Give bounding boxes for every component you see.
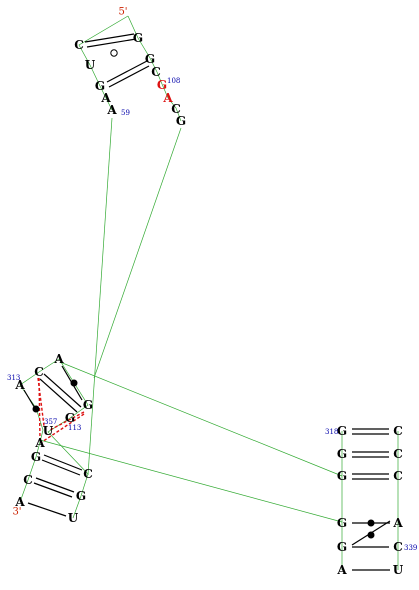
position-313: 313 xyxy=(7,374,20,382)
long-range-connections xyxy=(39,117,343,523)
nucleotide-l-g1: G xyxy=(83,398,93,412)
position-113: 113 xyxy=(68,424,81,432)
nucleotide-r-g3: G xyxy=(337,469,347,483)
connection-a59-to-left-stem xyxy=(87,117,113,476)
backbone-left-stem xyxy=(19,358,60,503)
connection-left-a2-to-right-g xyxy=(39,439,343,523)
nucleotide-l-c3: C xyxy=(23,473,33,487)
connection-left-a-to-right-stem xyxy=(59,361,343,477)
nucleotide-t-g3: G xyxy=(145,52,155,66)
filled-dot-pair-symbol xyxy=(70,379,78,387)
nucleotide-labels: G C U G A A G C G A C G A C A G G U A G … xyxy=(14,31,403,577)
pair-g-g-top-2b xyxy=(108,65,150,88)
strand-end-labels: 5' 3' xyxy=(12,7,127,518)
nucleotide-r-a2: A xyxy=(336,563,347,577)
position-108: 108 xyxy=(167,77,180,85)
nucleotide-l-u1: U xyxy=(43,424,54,438)
nucleotide-t-g5: G xyxy=(176,114,186,128)
nucleotide-t-c1: C xyxy=(74,38,84,52)
nucleotide-r-g1: G xyxy=(337,424,347,438)
nucleotide-r-u1: U xyxy=(393,563,404,577)
nucleotide-r-a1: A xyxy=(392,516,403,530)
nucleotide-l-u2: U xyxy=(68,511,79,525)
nucleotide-r-g5: G xyxy=(337,540,347,554)
pair-g-g-top-2a xyxy=(106,60,148,83)
nucleotide-t-c3: C xyxy=(171,102,181,116)
nucleotide-l-a1: A xyxy=(53,352,64,366)
position-59: 59 xyxy=(121,109,130,117)
nucleotide-l-a4: A xyxy=(14,495,25,509)
nucleotide-r-g4: G xyxy=(337,516,347,530)
pair-c-g-top-1a xyxy=(84,33,135,43)
connection-g-to-left-stem xyxy=(93,127,182,379)
nucleotide-r-g2: G xyxy=(337,447,347,461)
nucleotide-t-c2: C xyxy=(151,65,161,79)
nucleotide-l-g4: G xyxy=(76,489,86,503)
filled-dot-pair-symbol-right-1 xyxy=(367,519,375,527)
nucleotide-t-a3: A xyxy=(162,91,173,105)
dashed-g-to-a xyxy=(41,413,85,443)
nucleotide-t-a1: A xyxy=(100,91,111,105)
filled-dot-pair-symbol-left xyxy=(32,405,40,413)
pair-c-g-left-3b xyxy=(33,482,73,498)
nucleotide-r-c1: C xyxy=(393,424,403,438)
pair-c-g-left-1b xyxy=(39,378,78,413)
pair-c-g-left-1a xyxy=(43,373,82,408)
nucleotide-t-g2: G xyxy=(95,79,105,93)
backbone-left-stem-right xyxy=(47,358,89,519)
position-357: 357 xyxy=(44,418,57,426)
nucleotide-r-c3: C xyxy=(393,469,403,483)
position-318: 318 xyxy=(325,428,338,436)
nucleotide-t-g4: G xyxy=(157,78,167,92)
position-339: 339 xyxy=(404,544,417,552)
five-prime-label: 5' xyxy=(118,7,127,18)
nucleotide-l-g2: G xyxy=(65,411,75,425)
nucleotide-l-g3: G xyxy=(31,450,41,464)
nucleotide-l-c2: C xyxy=(83,467,93,481)
pair-a-u-left-4 xyxy=(27,502,67,517)
pair-c-g-top-1b xyxy=(86,38,137,48)
pair-c-g-left-3a xyxy=(35,477,75,493)
dashed-g-to-u xyxy=(49,411,85,431)
nucleotide-t-g1: G xyxy=(133,31,143,45)
nucleotide-t-a2: A xyxy=(106,103,117,117)
three-prime-label: 3' xyxy=(12,507,21,518)
open-circle-pair-symbol xyxy=(110,49,118,57)
backbone-top-hairpin-left xyxy=(78,15,129,111)
pair-g-c-left-2a xyxy=(43,454,83,471)
nucleotide-r-c4: C xyxy=(393,540,403,554)
nucleotide-l-a2: A xyxy=(14,378,25,392)
nucleotide-l-c1: C xyxy=(34,365,44,379)
filled-dot-pair-symbol-right-2 xyxy=(367,531,375,539)
nucleotide-r-c2: C xyxy=(393,447,403,461)
pair-g-c-left-2b xyxy=(41,459,81,476)
local-backbone xyxy=(19,15,399,570)
backbone-top-hairpin xyxy=(127,15,182,122)
nucleotide-t-u1: U xyxy=(85,58,96,72)
nucleotide-l-a3: A xyxy=(34,436,45,450)
dashed-c-to-u xyxy=(37,377,45,427)
position-numbers: 59 108 313 357 113 318 339 xyxy=(7,77,417,552)
